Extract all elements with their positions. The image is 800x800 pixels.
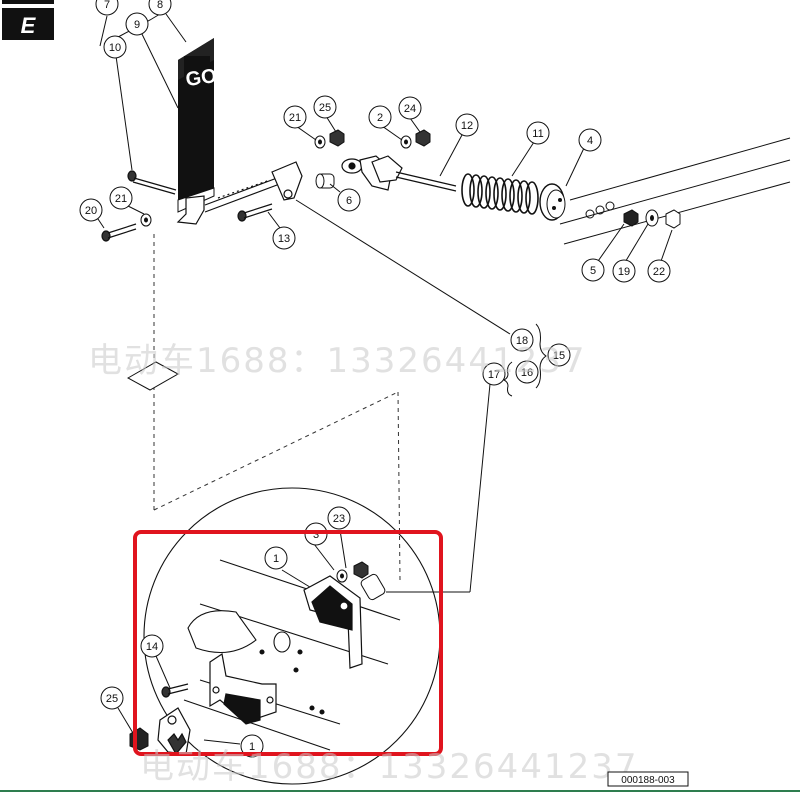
group-braces: [502, 323, 547, 397]
drawing-number: 000188-003: [621, 775, 675, 786]
svg-text:25: 25: [319, 102, 331, 114]
accelerator-pedal: GO: [176, 38, 218, 225]
callout-14: 14: [140, 634, 164, 658]
svg-text:4: 4: [587, 135, 593, 147]
callout-16: 16: [515, 360, 539, 384]
svg-text:8: 8: [157, 0, 163, 11]
svg-text:21: 21: [115, 193, 127, 205]
callout-18: 18: [510, 328, 534, 352]
callout-17: 17: [482, 362, 506, 386]
pivot-rod: [204, 161, 303, 213]
callout-5: 5: [581, 258, 605, 282]
callout-7: 7: [95, 0, 119, 16]
callout-25-lower: 25: [100, 686, 124, 710]
callout-9: 9: [125, 12, 149, 36]
callout-8: 8: [148, 0, 172, 16]
sector-cam: [157, 707, 191, 756]
washer-3: [336, 569, 348, 583]
svg-text:10: 10: [109, 42, 121, 54]
spacer-lower: [360, 573, 386, 601]
screw-20: [101, 223, 137, 242]
frame-rails: [559, 137, 791, 245]
washer-19: [645, 209, 659, 227]
svg-text:22: 22: [653, 266, 665, 278]
callout-11: 11: [526, 121, 550, 145]
watermark-upper: 电动车1688：13326441237: [88, 341, 586, 381]
svg-text:12: 12: [461, 120, 473, 132]
callout-22: 22: [647, 259, 671, 283]
nut-5: [623, 209, 639, 227]
svg-text:9: 9: [134, 19, 140, 31]
callout-2: 2: [368, 105, 392, 129]
screw-14: [161, 683, 189, 698]
svg-text:3: 3: [313, 529, 319, 541]
rod-end-assembly: [341, 155, 457, 192]
svg-text:23: 23: [333, 513, 345, 525]
svg-text:11: 11: [532, 128, 543, 140]
callout-13: 13: [272, 226, 296, 250]
bracket-lower: [209, 652, 277, 725]
svg-text:5: 5: [590, 265, 596, 277]
callout-24: 24: [398, 96, 422, 120]
callout-1-lower: 1: [240, 734, 264, 758]
callout-21-left: 21: [109, 186, 133, 210]
svg-text:18: 18: [516, 335, 528, 347]
nut-23: [353, 561, 369, 579]
leader-lines: [91, 13, 673, 745]
section-badge-topbar: [2, 0, 54, 4]
washer-21-left: [140, 213, 152, 227]
screw-13: [237, 203, 273, 222]
callout-6: 6: [337, 188, 361, 212]
section-badge-label: E: [21, 13, 37, 38]
drawing-number-box: 000188-003: [607, 771, 689, 787]
section-badge: [2, 8, 54, 40]
bottom-rule: [0, 790, 800, 792]
callout-25-top: 25: [313, 95, 337, 119]
highlight-box: [133, 530, 443, 756]
svg-text:21: 21: [289, 112, 301, 124]
callout-1-upper: 1: [264, 546, 288, 570]
svg-text:17: 17: [488, 369, 500, 381]
callout-23: 23: [327, 506, 351, 530]
callout-20: 20: [79, 198, 103, 222]
svg-text:25: 25: [106, 693, 118, 705]
callout-21-top: 21: [283, 105, 307, 129]
svg-text:16: 16: [521, 367, 533, 379]
svg-text:15: 15: [553, 350, 565, 362]
nut-24: [415, 129, 431, 147]
svg-text:1: 1: [249, 741, 255, 753]
spring-cap-4: [539, 183, 566, 221]
callout-4: 4: [578, 128, 602, 152]
svg-text:13: 13: [278, 233, 290, 245]
washer-2: [400, 135, 412, 149]
svg-text:2: 2: [377, 112, 383, 124]
svg-text:20: 20: [85, 205, 97, 217]
svg-text:7: 7: [104, 0, 110, 11]
callout-19: 19: [612, 259, 636, 283]
reference-plane: [126, 361, 180, 391]
callout-12: 12: [455, 113, 479, 137]
screw-10: [127, 170, 177, 195]
spacer-6: [315, 173, 335, 189]
nut-25-top: [329, 129, 345, 147]
watermark-lower: 电动车1688：13326441237: [140, 747, 638, 787]
svg-text:19: 19: [618, 266, 630, 278]
svg-text:6: 6: [346, 195, 352, 207]
svg-text:14: 14: [146, 641, 158, 653]
svg-text:24: 24: [404, 103, 416, 115]
pedal-go-label: GO: [184, 65, 218, 91]
svg-text:1: 1: [273, 553, 279, 565]
spring-11: [461, 173, 539, 215]
bracket-upper: [303, 575, 363, 669]
callout-10: 10: [103, 35, 127, 59]
nut-22: [665, 209, 681, 229]
washer-21-top: [314, 135, 326, 149]
callout-15: 15: [547, 343, 571, 367]
